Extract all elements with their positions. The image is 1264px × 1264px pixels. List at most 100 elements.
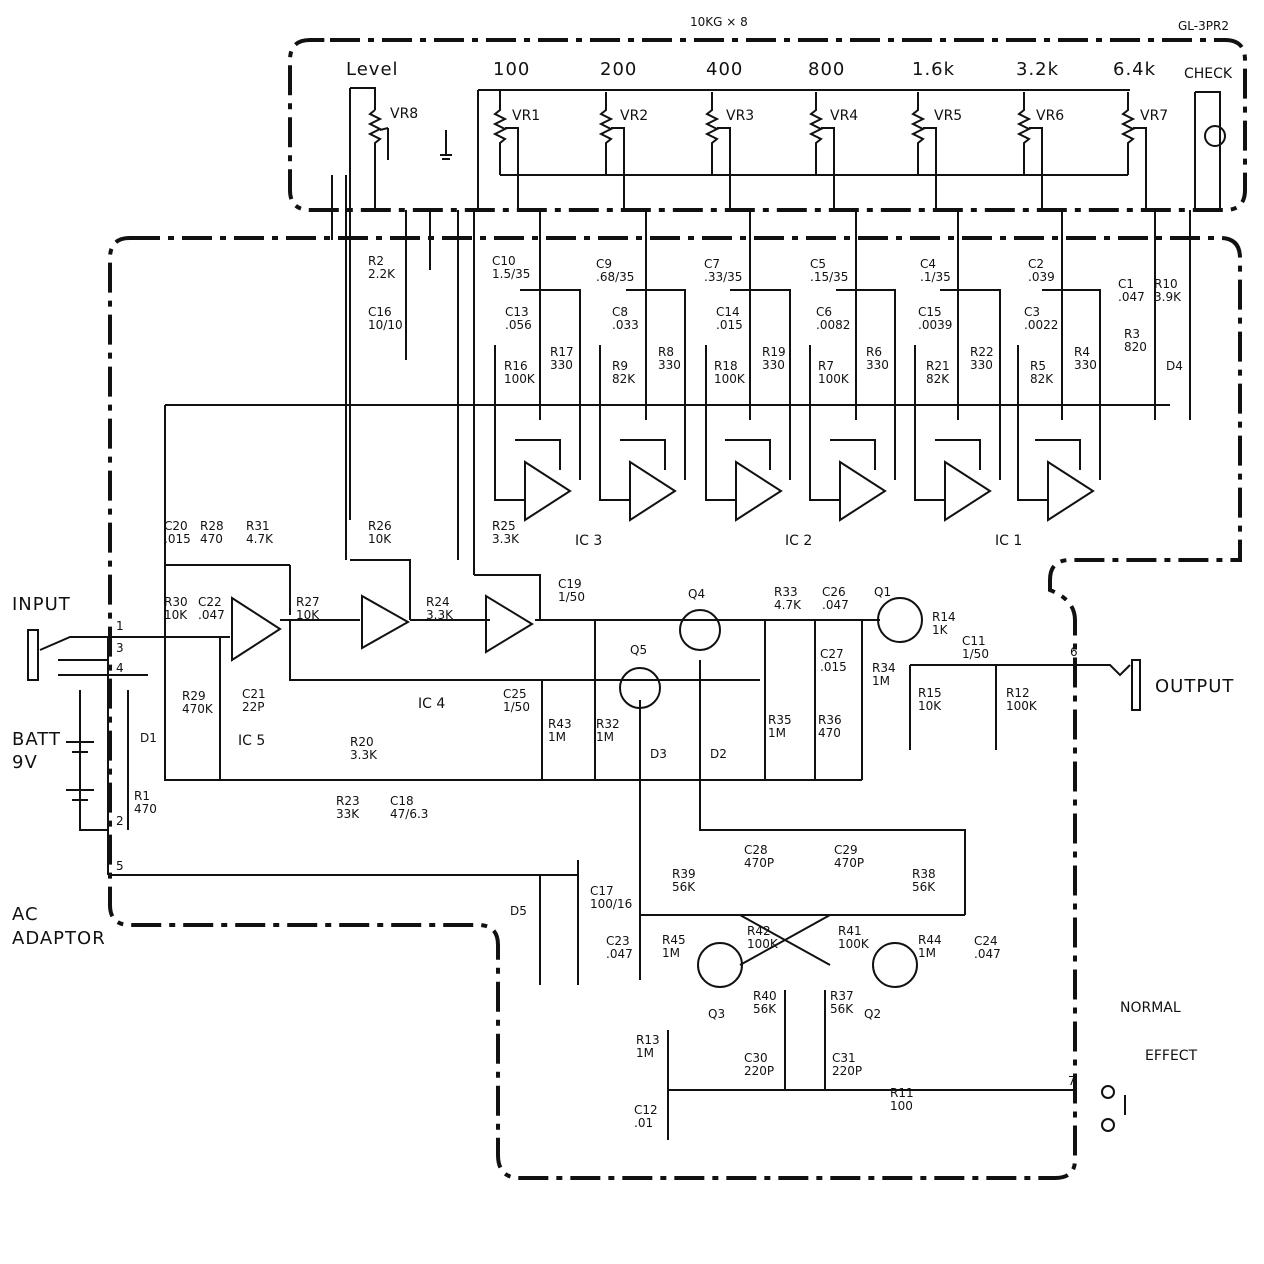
component-ref: R22 bbox=[970, 345, 994, 359]
component-value: 1M bbox=[596, 730, 614, 744]
component-value: 100/16 bbox=[590, 897, 632, 911]
component-value: .015 bbox=[716, 318, 743, 332]
component-ref: D4 bbox=[1166, 359, 1183, 373]
component-value: 3.3K bbox=[350, 748, 378, 762]
fet-q5 bbox=[619, 667, 661, 709]
component-ref: R3 bbox=[1124, 327, 1140, 341]
component-ref: D5 bbox=[510, 904, 527, 918]
component-value: 56K bbox=[672, 880, 696, 894]
component-ref: C24 bbox=[974, 934, 998, 948]
component-ref: C17 bbox=[590, 884, 614, 898]
interconnect-wires bbox=[331, 88, 1191, 575]
component-ref: C29 bbox=[834, 843, 858, 857]
component-value: 1.5/35 bbox=[492, 267, 530, 281]
component-ref: R32 bbox=[596, 717, 620, 731]
component-value: 470 bbox=[200, 532, 223, 546]
svg-text:IC 3: IC 3 bbox=[575, 533, 602, 549]
output-label: OUTPUT bbox=[1155, 676, 1234, 697]
component-value: .056 bbox=[505, 318, 532, 332]
component-ref: C20 bbox=[164, 519, 188, 533]
component-labels: R22.2KC1610/10C101.5/35C13.056R16100KR17… bbox=[134, 254, 1183, 1130]
band-label: 3.2k bbox=[1016, 59, 1059, 80]
band-label: 400 bbox=[706, 59, 743, 80]
component-ref: C9 bbox=[596, 257, 612, 271]
component-value: 1M bbox=[768, 726, 786, 740]
component-value: .033 bbox=[612, 318, 639, 332]
pot-vr5: VR5 bbox=[910, 92, 962, 210]
svg-text:1: 1 bbox=[116, 619, 124, 633]
svg-text:7: 7 bbox=[1068, 1074, 1076, 1088]
header-title: 10KG × 8 bbox=[690, 15, 748, 29]
component-ref: R21 bbox=[926, 359, 950, 373]
filter-bus bbox=[164, 404, 1170, 781]
batt-label: BATT bbox=[12, 729, 61, 750]
pot-vr2: VR2 bbox=[598, 92, 648, 210]
component-value: 220P bbox=[744, 1064, 774, 1078]
component-value: 10K bbox=[296, 608, 320, 622]
component-ref: R33 bbox=[774, 585, 798, 599]
svg-text:VR4: VR4 bbox=[830, 108, 858, 124]
component-ref: R29 bbox=[182, 689, 206, 703]
component-value: 82K bbox=[612, 372, 636, 386]
svg-text:VR6: VR6 bbox=[1036, 108, 1064, 124]
component-value: .0022 bbox=[1024, 318, 1058, 332]
pot-bus-top bbox=[477, 89, 1130, 210]
component-ref: R1 bbox=[134, 789, 150, 803]
component-value: 3.9K bbox=[1154, 290, 1182, 304]
component-ref: Q5 bbox=[630, 643, 647, 657]
component-ref: R34 bbox=[872, 661, 896, 675]
component-ref: C8 bbox=[612, 305, 628, 319]
component-ref: R35 bbox=[768, 713, 792, 727]
component-ref: Q2 bbox=[864, 1007, 881, 1021]
component-ref: R25 bbox=[492, 519, 516, 533]
svg-text:IC 1: IC 1 bbox=[995, 533, 1022, 549]
component-value: 100K bbox=[747, 937, 779, 951]
svg-text:3: 3 bbox=[116, 641, 124, 655]
normal-label: NORMAL bbox=[1120, 1000, 1181, 1016]
component-ref: R10 bbox=[1154, 277, 1178, 291]
component-ref: C7 bbox=[704, 257, 720, 271]
component-ref: Q4 bbox=[688, 587, 705, 601]
component-value: 10K bbox=[164, 608, 188, 622]
component-ref: R20 bbox=[350, 735, 374, 749]
svg-text:VR1: VR1 bbox=[512, 108, 540, 124]
component-value: 1M bbox=[872, 674, 890, 688]
filter-section-2 bbox=[599, 289, 686, 522]
svg-text:IC 5: IC 5 bbox=[238, 733, 265, 749]
component-ref: R26 bbox=[368, 519, 392, 533]
band-label: 1.6k bbox=[912, 59, 955, 80]
opamp-ic4b bbox=[485, 594, 534, 654]
component-ref: R4 bbox=[1074, 345, 1090, 359]
component-value: 56K bbox=[830, 1002, 854, 1016]
component-value: 2.2K bbox=[368, 267, 396, 281]
component-ref: R38 bbox=[912, 867, 936, 881]
component-ref: R31 bbox=[246, 519, 270, 533]
svg-text:6: 6 bbox=[1070, 645, 1078, 659]
component-ref: D1 bbox=[140, 731, 157, 745]
component-ref: R6 bbox=[866, 345, 882, 359]
signal-path bbox=[108, 559, 1075, 980]
component-value: .0082 bbox=[816, 318, 850, 332]
opamp-ic5 bbox=[231, 596, 282, 662]
component-ref: C11 bbox=[962, 634, 986, 648]
pot-vr1: VR1 bbox=[492, 90, 540, 210]
component-value: 1/50 bbox=[962, 647, 989, 661]
band-labels: Level 100 200 400 800 1.6k 3.2k 6.4k CHE… bbox=[346, 59, 1233, 82]
band-label: 800 bbox=[808, 59, 845, 80]
opamp-ic4a bbox=[361, 594, 411, 650]
svg-text:VR7: VR7 bbox=[1140, 108, 1168, 124]
component-ref: R16 bbox=[504, 359, 528, 373]
component-value: 330 bbox=[1074, 358, 1097, 372]
component-value: 470 bbox=[134, 802, 157, 816]
component-ref: R23 bbox=[336, 794, 360, 808]
component-ref: Q1 bbox=[874, 585, 891, 599]
component-ref: C28 bbox=[744, 843, 768, 857]
filter-section-1 bbox=[494, 289, 581, 522]
component-value: 330 bbox=[866, 358, 889, 372]
component-value: .047 bbox=[606, 947, 633, 961]
transistor-q2 bbox=[872, 942, 918, 988]
component-ref: R37 bbox=[830, 989, 854, 1003]
pot-vr6: VR6 bbox=[1016, 92, 1064, 210]
transistor-q3 bbox=[697, 942, 743, 988]
component-ref: C13 bbox=[505, 305, 529, 319]
